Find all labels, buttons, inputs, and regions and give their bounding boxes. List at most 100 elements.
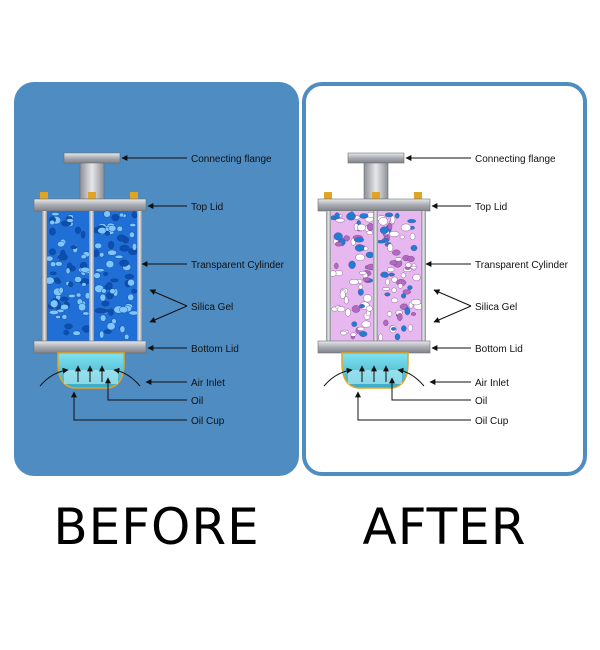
silica-gel-granule (404, 307, 411, 316)
silica-gel-granule (386, 267, 395, 273)
silica-gel-granule (350, 332, 357, 337)
silica-gel-granule (101, 300, 110, 307)
tie-rod (137, 211, 142, 341)
label-oil-cup: Oil Cup (191, 416, 225, 427)
silica-gel-granule (334, 241, 343, 247)
silica-gel-granule (81, 282, 87, 287)
silica-gel-granule (119, 259, 129, 267)
silica-gel-granule (391, 276, 398, 283)
silica-gel-granule (358, 284, 364, 290)
silica-gel-granule (127, 293, 134, 301)
silica-gel-granule (127, 279, 135, 287)
silica-gel-granule (378, 333, 383, 341)
silica-gel-granule (412, 273, 421, 282)
silica-gel-granule (410, 312, 416, 316)
silica-gel-granule (57, 241, 65, 248)
silica-gel-granule (50, 261, 56, 267)
silica-gel-granule (59, 296, 69, 302)
silica-gel-granule (333, 232, 343, 241)
silica-gel-granule (103, 210, 111, 218)
silica-gel-granule (349, 279, 359, 285)
bottom-lid (33, 340, 147, 354)
silica-gel-granule (351, 321, 358, 327)
label-top-lid: Top Lid (475, 202, 507, 213)
silica-gel-granule (384, 292, 391, 297)
silica-gel-granule (381, 287, 390, 291)
silica-gel-granule (99, 252, 105, 258)
silica-gel-granule (334, 212, 340, 220)
silica-gel-granule (384, 278, 390, 286)
silica-gel-granule (93, 272, 101, 279)
silica-gel-granule (355, 253, 365, 262)
silica-gel-granule (378, 217, 388, 226)
silica-gel-granule (365, 251, 375, 259)
silica-gel-granule (64, 323, 73, 330)
silica-gel-granule (111, 214, 120, 222)
silica-gel-granule (407, 255, 415, 263)
silica-gel-granule (68, 294, 76, 298)
silica-gel-granule (334, 262, 339, 270)
silica-gel-granule (99, 314, 107, 322)
silica-gel-granule (78, 303, 87, 312)
silica-gel-cylinders (329, 211, 424, 341)
silica-gel-granule (49, 309, 59, 315)
tie-rod (421, 211, 426, 341)
silica-gel-granule (351, 305, 361, 313)
silica-gel-granule (388, 272, 395, 277)
silica-gel-granule (82, 311, 90, 316)
silica-gel-granule (48, 248, 56, 256)
silica-gel-granule (359, 270, 367, 275)
silica-gel-granule (392, 249, 401, 256)
silica-gel-granule (400, 223, 412, 232)
top-bolt (414, 192, 422, 199)
silica-gel-granule (379, 226, 389, 235)
silica-gel-granule (107, 240, 115, 249)
silica-gel-granule (354, 244, 365, 252)
top-bolt (130, 192, 138, 199)
top-lid (33, 198, 147, 212)
silica-gel-granule (356, 223, 366, 232)
silica-gel-granule (359, 331, 368, 337)
connecting-flange (347, 152, 405, 164)
silica-gel-granule (380, 271, 389, 278)
silica-gel-granule (95, 268, 105, 273)
oil (64, 370, 118, 384)
tie-rod (42, 211, 47, 341)
silica-gel-granule (103, 329, 112, 334)
silica-gel-granule (335, 218, 345, 223)
silica-gel-granule (131, 211, 137, 218)
silica-gel-granule (343, 235, 350, 242)
silica-gel-granule (108, 308, 114, 316)
silica-gel-granule (80, 266, 90, 273)
silica-gel-granule (399, 234, 405, 240)
silica-gel-granule (119, 212, 124, 218)
silica-gel-granule (349, 211, 355, 219)
silica-gel-granule (348, 260, 356, 269)
silica-gel-granule (49, 271, 57, 275)
silica-gel-granule (80, 254, 87, 260)
silica-gel-granule (99, 293, 106, 302)
silica-gel-granule (66, 218, 74, 223)
silica-gel-granule (407, 285, 413, 290)
tie-rod (89, 211, 94, 341)
silica-gel-granule (61, 314, 68, 320)
label-connecting-flange: Connecting flange (475, 154, 556, 165)
bottom-lid (317, 340, 431, 354)
silica-gel-granule (366, 230, 373, 235)
label-oil: Oil (191, 396, 203, 407)
silica-gel-granule (389, 260, 398, 266)
silica-gel-granule (103, 271, 109, 276)
silica-gel-granule (409, 232, 416, 241)
top-bolt (88, 192, 96, 199)
label-silica-gel: Silica Gel (191, 302, 233, 313)
silica-gel-granule (387, 243, 394, 252)
silica-gel-granule (384, 212, 394, 218)
label-air-inlet: Air Inlet (475, 378, 509, 389)
silica-gel-granule (401, 325, 407, 332)
silica-gel-granule (53, 277, 60, 282)
silica-gel-granule (94, 307, 105, 314)
silica-gel-granule (383, 319, 389, 327)
silica-gel-granule (74, 276, 82, 283)
silica-gel-granule (109, 288, 116, 295)
silica-gel-granule (51, 212, 60, 217)
